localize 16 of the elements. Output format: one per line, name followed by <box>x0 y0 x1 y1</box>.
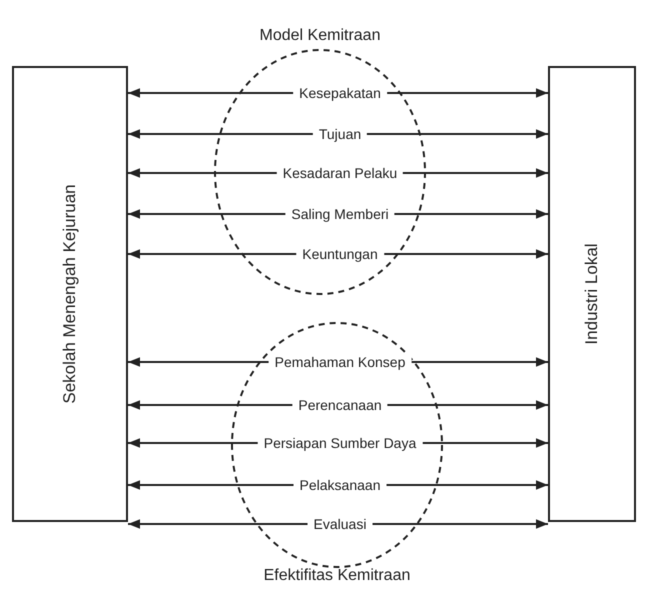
edge-label: Evaluasi <box>308 516 372 532</box>
group-heading: Efektifitas Kemitraan <box>264 567 410 585</box>
entity-label: Industri Lokal <box>582 243 602 345</box>
entity-label: Sekolah Menengah Kejuruan <box>60 184 80 404</box>
edge-label: Pemahaman Konsep <box>268 354 412 370</box>
edge-label: Keuntungan <box>296 246 384 262</box>
entity-box <box>12 66 128 522</box>
edge-label: Saling Memberi <box>285 206 395 222</box>
edge-label: Kesepakatan <box>293 85 387 101</box>
entity-box <box>548 66 636 522</box>
edge-label: Persiapan Sumber Daya <box>258 435 422 451</box>
edge-label: Tujuan <box>312 126 368 142</box>
group-heading: Model Kemitraan <box>260 27 380 45</box>
edge-label: Kesadaran Pelaku <box>276 165 404 181</box>
edge-label: Pelaksanaan <box>294 477 386 493</box>
edge-label: Perencanaan <box>292 397 388 413</box>
